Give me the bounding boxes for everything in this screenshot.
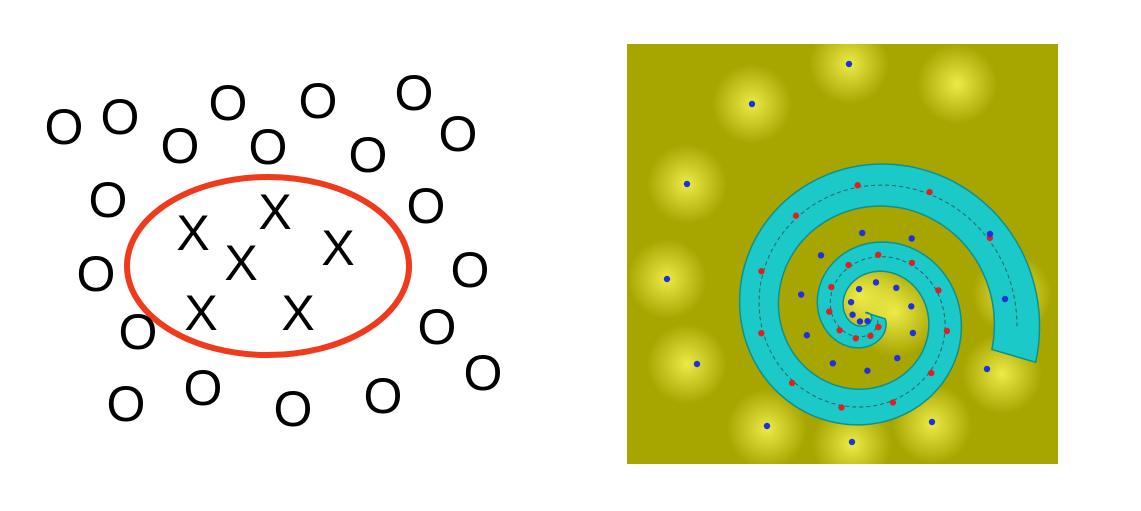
inner-class-symbol: X [281, 285, 315, 341]
class-b-point [748, 100, 756, 108]
class-b-point [663, 275, 671, 283]
outer-class-symbol: O [183, 360, 223, 416]
class-a-point [836, 327, 843, 334]
outer-class-symbol: O [417, 299, 457, 355]
inner-class-symbol: X [184, 285, 218, 341]
class-a-point [854, 182, 861, 189]
class-a-point [867, 332, 874, 340]
class-b-point [855, 285, 863, 293]
class-a-point [928, 369, 935, 377]
outer-class-symbol: O [363, 368, 403, 424]
class-b-point [683, 180, 691, 188]
outer-class-symbol: O [118, 304, 158, 360]
decision-boundary-svg [124, 174, 412, 358]
inner-class-symbol: X [176, 205, 210, 261]
class-b-point [849, 311, 856, 318]
outer-class-symbol: O [348, 127, 388, 183]
class-b-point [864, 317, 871, 325]
outer-class-symbol: O [88, 172, 128, 228]
inner-class-symbol: X [321, 220, 355, 276]
class-b-point [983, 365, 991, 373]
class-b-point [817, 252, 825, 259]
class-b-point [859, 229, 866, 237]
class-a-point [758, 268, 765, 275]
inner-class-symbol: X [258, 184, 292, 240]
right-figure [627, 44, 1058, 464]
inner-class-symbol: X [224, 235, 258, 291]
class-a-point [845, 261, 852, 269]
outer-class-symbol: O [160, 118, 200, 174]
class-a-point [889, 399, 897, 406]
class-b-point [908, 303, 915, 310]
outer-class-symbol: O [44, 99, 84, 155]
class-b-point [848, 438, 856, 446]
outer-class-symbol: O [298, 73, 338, 129]
decision-boundary-ellipse [124, 174, 412, 358]
class-b-point [847, 298, 855, 306]
spiral-region [738, 163, 1041, 426]
class-a-point [828, 283, 835, 291]
class-b-point [845, 60, 853, 68]
class-b-point [829, 360, 837, 367]
class-a-point [852, 335, 859, 342]
outer-class-symbol: O [273, 381, 313, 437]
class-a-point [788, 379, 796, 387]
class-b-point [797, 291, 805, 298]
class-b-point [803, 332, 811, 339]
outer-class-symbol: O [463, 345, 503, 401]
class-b-point [856, 318, 864, 325]
class-a-point [926, 188, 933, 196]
spiral-classification-map [627, 44, 1058, 464]
class-b-point [986, 230, 994, 238]
outer-class-symbol: O [106, 376, 146, 432]
outer-class-symbol: O [76, 246, 116, 302]
class-b-point [864, 367, 871, 374]
class-a-point [758, 329, 765, 337]
class-b-point [928, 418, 936, 426]
class-b-point [894, 354, 901, 362]
outer-class-symbol: O [438, 106, 478, 162]
outer-class-symbol: O [394, 65, 434, 121]
outer-class-symbol: O [208, 75, 248, 131]
class-b-point [693, 360, 701, 368]
class-a-point [935, 287, 942, 294]
class-a-point [908, 259, 916, 267]
class-b-point [893, 284, 900, 292]
class-a-point [838, 404, 845, 411]
outer-class-symbol: O [100, 89, 140, 145]
class-a-point [943, 327, 951, 335]
class-a-point [826, 308, 833, 315]
highlight-glow [647, 324, 727, 404]
class-b-point [1001, 295, 1009, 303]
outer-class-symbol: O [248, 119, 288, 175]
class-b-point [909, 329, 917, 337]
outer-class-symbol: O [406, 178, 446, 234]
class-b-point [763, 422, 771, 430]
highlight-glow [917, 44, 997, 124]
class-b-point [872, 279, 880, 286]
class-a-point [792, 212, 800, 219]
class-a-point [874, 251, 882, 258]
highlight-glow [809, 44, 889, 104]
class-a-point [875, 323, 882, 331]
class-b-point [908, 235, 915, 242]
outer-class-symbol: O [450, 242, 490, 298]
